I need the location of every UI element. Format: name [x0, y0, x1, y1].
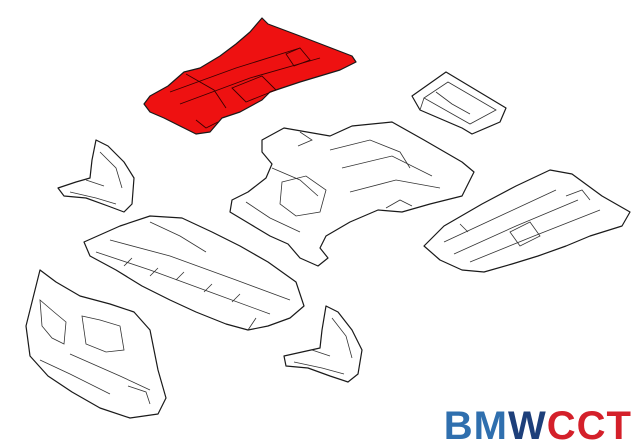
right-wheel-arch-trim[interactable] — [283, 305, 363, 383]
left-wheel-arch-trim[interactable] — [57, 139, 135, 213]
right-underbody-panel[interactable] — [423, 169, 631, 273]
small-cover-bracket[interactable] — [411, 71, 507, 135]
rear-underbody-panel[interactable] — [143, 17, 357, 135]
watermark-part-2: W — [508, 404, 547, 448]
center-underbody-panel[interactable] — [229, 121, 475, 267]
watermark-part-3: CCT — [546, 404, 632, 448]
front-grille-carrier[interactable] — [25, 269, 167, 419]
watermark-part-1: BM — [443, 404, 509, 448]
front-engine-undertray[interactable] — [83, 215, 305, 331]
watermark-logo: BMWCCT — [444, 406, 632, 446]
